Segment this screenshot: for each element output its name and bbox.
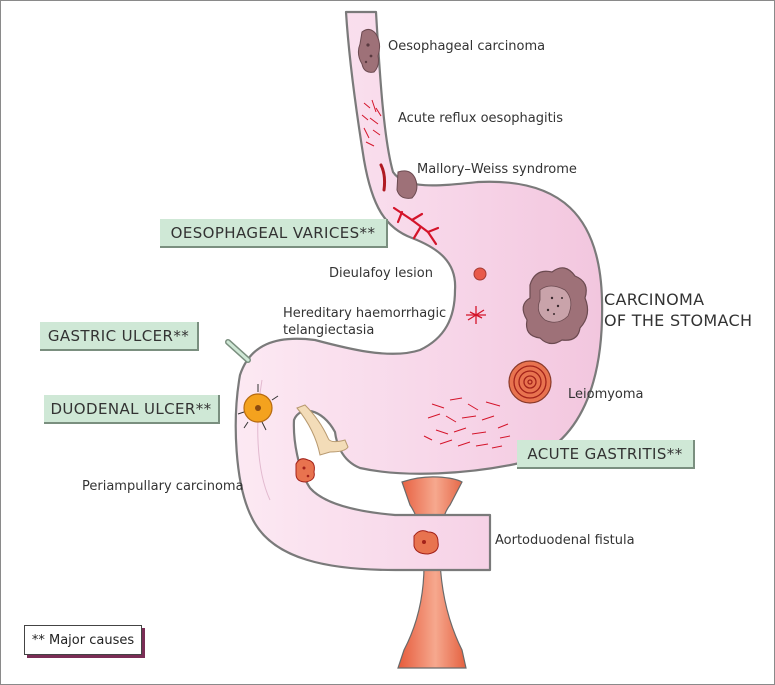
stomach-carcinoma-mass [522, 267, 589, 345]
label-oesophageal-carcinoma: Oesophageal carcinoma [388, 39, 546, 54]
box-duodenal-ulcer: DUODENAL ULCER** [44, 395, 220, 424]
duodenal-ulcer-lesion [237, 384, 279, 431]
telangiectasia-lesion [466, 306, 486, 324]
label-mallory-weiss: Mallory–Weiss syndrome [417, 162, 577, 177]
label-hereditary-line2: telangiectasia [283, 323, 375, 338]
reflux-oesophagitis-streaks [361, 99, 382, 147]
box-gastric-ulcer: GASTRIC ULCER** [40, 322, 199, 351]
label-dieulafoy: Dieulafoy lesion [329, 266, 433, 281]
legend-major-causes: ** Major causes [24, 625, 142, 655]
label-carcinoma-stomach-line2: OF THE STOMACH [604, 311, 753, 330]
leiomyoma-mass [508, 360, 552, 404]
periampullary-carcinoma-lesion [295, 458, 315, 483]
oesophageal-carcinoma-lesion [357, 28, 381, 73]
aortoduodenal-fistula-lesion [413, 530, 439, 555]
label-periampullary: Periampullary carcinoma [82, 479, 244, 494]
box-acute-gastritis: ACUTE GASTRITIS** [517, 440, 695, 469]
box-oesophageal-varices: OESOPHAGEAL VARICES** [160, 219, 388, 248]
label-acute-reflux-oesophagitis: Acute reflux oesophagitis [398, 111, 564, 126]
label-aortoduodenal-fistula: Aortoduodenal fistula [495, 533, 635, 548]
label-carcinoma-stomach-line1: CARCINOMA [604, 290, 705, 309]
aorta [397, 476, 467, 669]
bile-duct [296, 404, 349, 456]
dieulafoy-lesion [473, 267, 487, 281]
acute-gastritis-streaks [423, 397, 511, 449]
stomach-outline [234, 10, 604, 572]
oesophageal-varices-vessels [392, 206, 440, 246]
label-hereditary-line1: Hereditary haemorrhagic [283, 306, 447, 321]
mallory-weiss-lesion [379, 163, 418, 199]
label-leiomyoma: Leiomyoma [568, 387, 644, 402]
